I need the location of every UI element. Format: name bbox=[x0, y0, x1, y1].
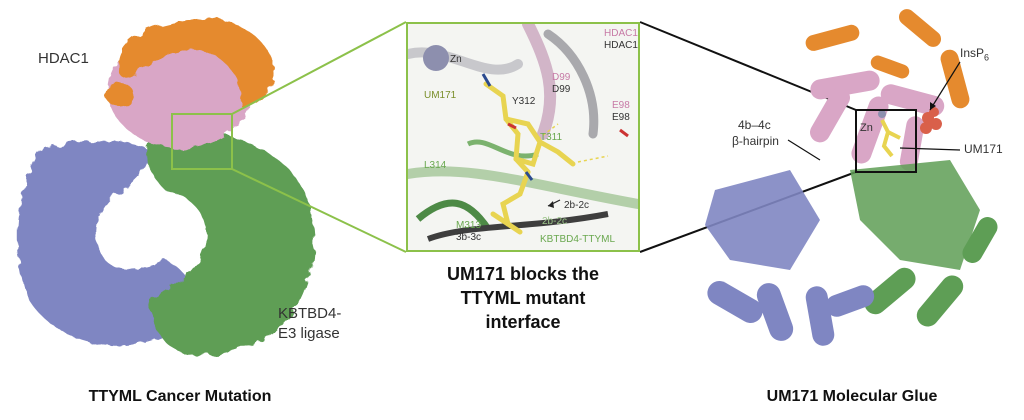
hairpin-label-line2: β-hairpin bbox=[732, 134, 779, 148]
kbtbd4-green-density bbox=[145, 129, 314, 356]
interface-closeup-figure bbox=[408, 24, 638, 242]
density-map-figure bbox=[17, 18, 314, 356]
kbtbd4-blue-density bbox=[17, 140, 201, 346]
kbtbd4-blue-sheets bbox=[705, 170, 875, 346]
um171-label: UM171 bbox=[424, 90, 457, 101]
l314-label: L314 bbox=[424, 160, 447, 171]
hdac1-gray-label: HDAC1 bbox=[604, 40, 638, 51]
zn-label: Zn bbox=[450, 54, 462, 65]
center-caption-line2: TTYML mutant bbox=[460, 288, 586, 308]
d99-pink-label: D99 bbox=[552, 72, 571, 83]
interface-zoom-panel: Zn UM171 HDAC1 HDAC1 Y312 D99 D99 E98 E9… bbox=[406, 22, 640, 252]
center-caption: UM171 blocks the TTYML mutant interface bbox=[400, 262, 646, 334]
kbtbd4-ttyml-label: KBTBD4-TTYML bbox=[540, 234, 616, 245]
t311-label: T311 bbox=[540, 132, 563, 143]
cartoon-structure-panel: InsP6 Zn 4b–4c β-hairpin UM171 UM171 Mol… bbox=[660, 0, 1024, 420]
insp6-label: InsP6 bbox=[960, 46, 989, 62]
ring-3b3c-label: 3b-3c bbox=[456, 232, 482, 243]
um171-sticks bbox=[880, 119, 901, 158]
kbtbd4-label-line1: KBTBD4- bbox=[278, 305, 342, 322]
e98-gray-label: E98 bbox=[612, 112, 630, 123]
interface-zoom-box bbox=[171, 113, 233, 170]
ring-2b2c-label-b: 2b-2c bbox=[542, 216, 568, 227]
zn-label-right: Zn bbox=[860, 122, 873, 134]
m313-label: M313 bbox=[456, 220, 482, 231]
right-caption: UM171 Molecular Glue bbox=[766, 388, 938, 405]
insp6-helices bbox=[805, 9, 970, 109]
hdac1-label: HDAC1 bbox=[38, 50, 89, 67]
um171-site-box bbox=[855, 109, 917, 173]
d99-gray-label: D99 bbox=[552, 84, 571, 95]
hairpin-label-line1: 4b–4c bbox=[738, 118, 771, 132]
y312-label: Y312 bbox=[512, 96, 536, 107]
insp6-label-subscript: 6 bbox=[984, 52, 990, 63]
um171-ligand bbox=[483, 81, 576, 235]
um171-label-right: UM171 bbox=[964, 142, 1003, 156]
insp6-label-text: InsP bbox=[960, 46, 985, 60]
cryo-em-density-map: HDAC1 KBTBD4- E3 ligase TTYML Cancer Mut… bbox=[0, 0, 360, 405]
center-caption-line3: interface bbox=[485, 312, 561, 332]
kbtbd4-green-sheets bbox=[850, 160, 998, 327]
center-caption-line1: UM171 blocks the bbox=[446, 264, 600, 284]
left-caption: TTYML Cancer Mutation bbox=[88, 388, 272, 405]
hdac1-pink-label: HDAC1 bbox=[604, 28, 638, 39]
hdac1-orange-density bbox=[106, 18, 275, 107]
kbtbd4-label-line2: E3 ligase bbox=[278, 325, 340, 342]
cartoon-structure-figure bbox=[705, 9, 998, 346]
insp6-spheres bbox=[920, 107, 942, 134]
ring-2b2c-label-a: 2b-2c bbox=[564, 200, 590, 211]
e98-pink-label: E98 bbox=[612, 100, 630, 111]
